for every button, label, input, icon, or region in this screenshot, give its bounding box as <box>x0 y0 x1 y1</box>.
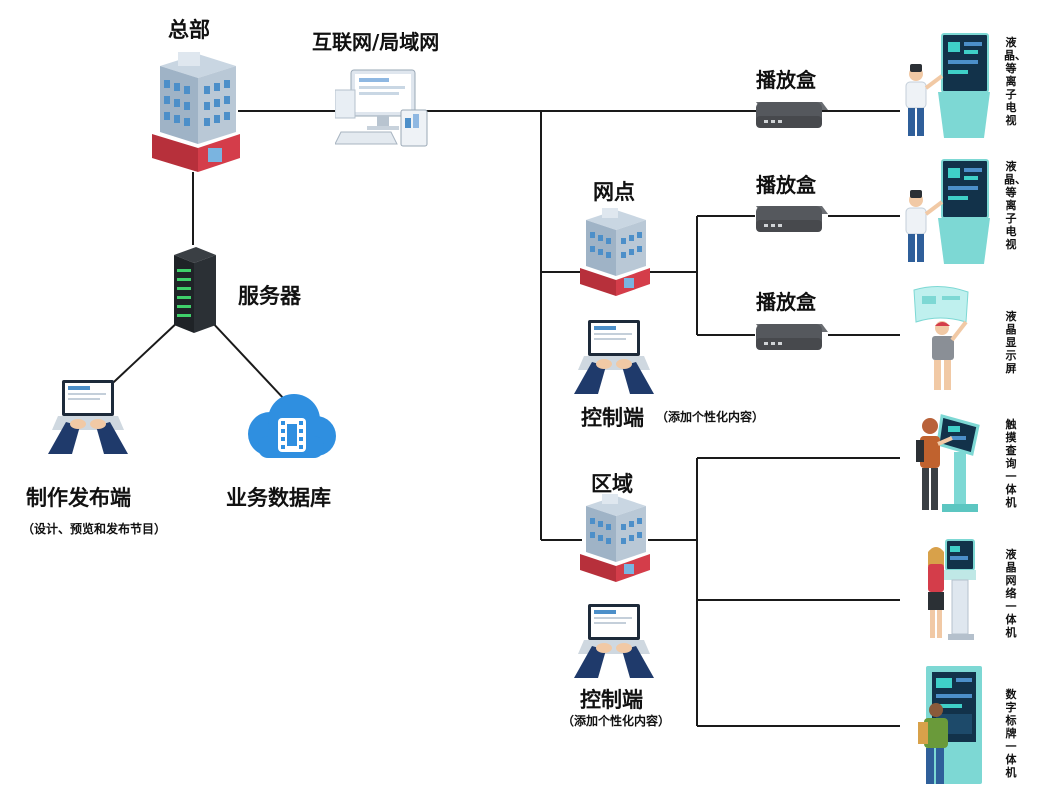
person-tv-icon <box>905 159 990 264</box>
region-control-laptop[interactable] <box>574 602 654 684</box>
database-label: 业务数据库 <box>226 486 331 510</box>
person-tv-icon <box>905 33 990 138</box>
region-control-label: 控制端 <box>580 688 643 712</box>
terminal-tv-2[interactable] <box>898 156 994 272</box>
database-cloud[interactable] <box>238 392 338 468</box>
box1-label: 播放盒 <box>756 68 816 92</box>
branch-control-laptop[interactable] <box>574 318 654 400</box>
laptop-hands-icon <box>574 320 654 394</box>
set-top-box-icon <box>756 324 828 350</box>
set-top-box-icon <box>756 102 828 128</box>
person-touchscreen-icon <box>913 286 969 390</box>
terminal-network-kiosk[interactable] <box>922 536 982 648</box>
producer-label: 制作发布端 <box>26 486 131 510</box>
terminal-2-label: 液晶、等离子电视 <box>1004 160 1026 251</box>
branch-control-note: （添加个性化内容） <box>656 410 765 424</box>
region-control-note: （添加个性化内容） <box>562 714 671 728</box>
set-top-box-3[interactable] <box>752 316 830 358</box>
set-top-box-2[interactable] <box>752 198 830 240</box>
kiosk-icon <box>916 414 980 512</box>
box2-label: 播放盒 <box>756 173 816 197</box>
hq-building[interactable] <box>148 44 240 178</box>
server-label: 服务器 <box>238 284 301 308</box>
terminal-digital-signage[interactable] <box>914 664 988 794</box>
kiosk-icon <box>928 539 976 640</box>
terminal-3-label: 液晶显示屏 <box>1005 310 1017 375</box>
region-label: 区域 <box>591 472 633 496</box>
building-icon <box>580 208 650 296</box>
internet-computer[interactable] <box>334 68 435 154</box>
producer-note: （设计、预览和发布节目） <box>22 522 167 536</box>
producer-laptop[interactable] <box>48 378 128 460</box>
terminal-4-label: 触摸查询一体机 <box>1005 418 1017 509</box>
set-top-box-icon <box>756 206 828 232</box>
building-icon <box>580 494 650 582</box>
laptop-hands-icon <box>48 380 128 454</box>
terminal-1-label: 液晶、等离子电视 <box>1004 36 1026 127</box>
terminal-touch-kiosk[interactable] <box>912 408 984 520</box>
cloud-database-icon <box>248 394 336 458</box>
terminal-tv-1[interactable] <box>898 30 994 146</box>
digital-signage-icon <box>918 666 982 784</box>
box3-label: 播放盒 <box>756 290 816 314</box>
building-icon <box>152 52 240 172</box>
branch-label: 网点 <box>593 180 635 204</box>
server-rack[interactable] <box>166 245 220 339</box>
terminal-5-label: 液晶网络一体机 <box>1005 548 1017 639</box>
branch-control-label: 控制端 <box>581 406 644 430</box>
branch-building[interactable] <box>578 204 650 302</box>
computer-icon <box>334 69 428 147</box>
region-building[interactable] <box>578 490 650 588</box>
set-top-box-1[interactable] <box>752 94 830 136</box>
internet-label: 互联网/局域网 <box>312 30 440 54</box>
terminal-6-label: 数字标牌一体机 <box>1005 688 1017 779</box>
laptop-hands-icon <box>574 604 654 678</box>
hq-label: 总部 <box>168 18 210 42</box>
server-rack-icon <box>174 247 216 333</box>
terminal-lcd-display[interactable] <box>906 282 976 398</box>
